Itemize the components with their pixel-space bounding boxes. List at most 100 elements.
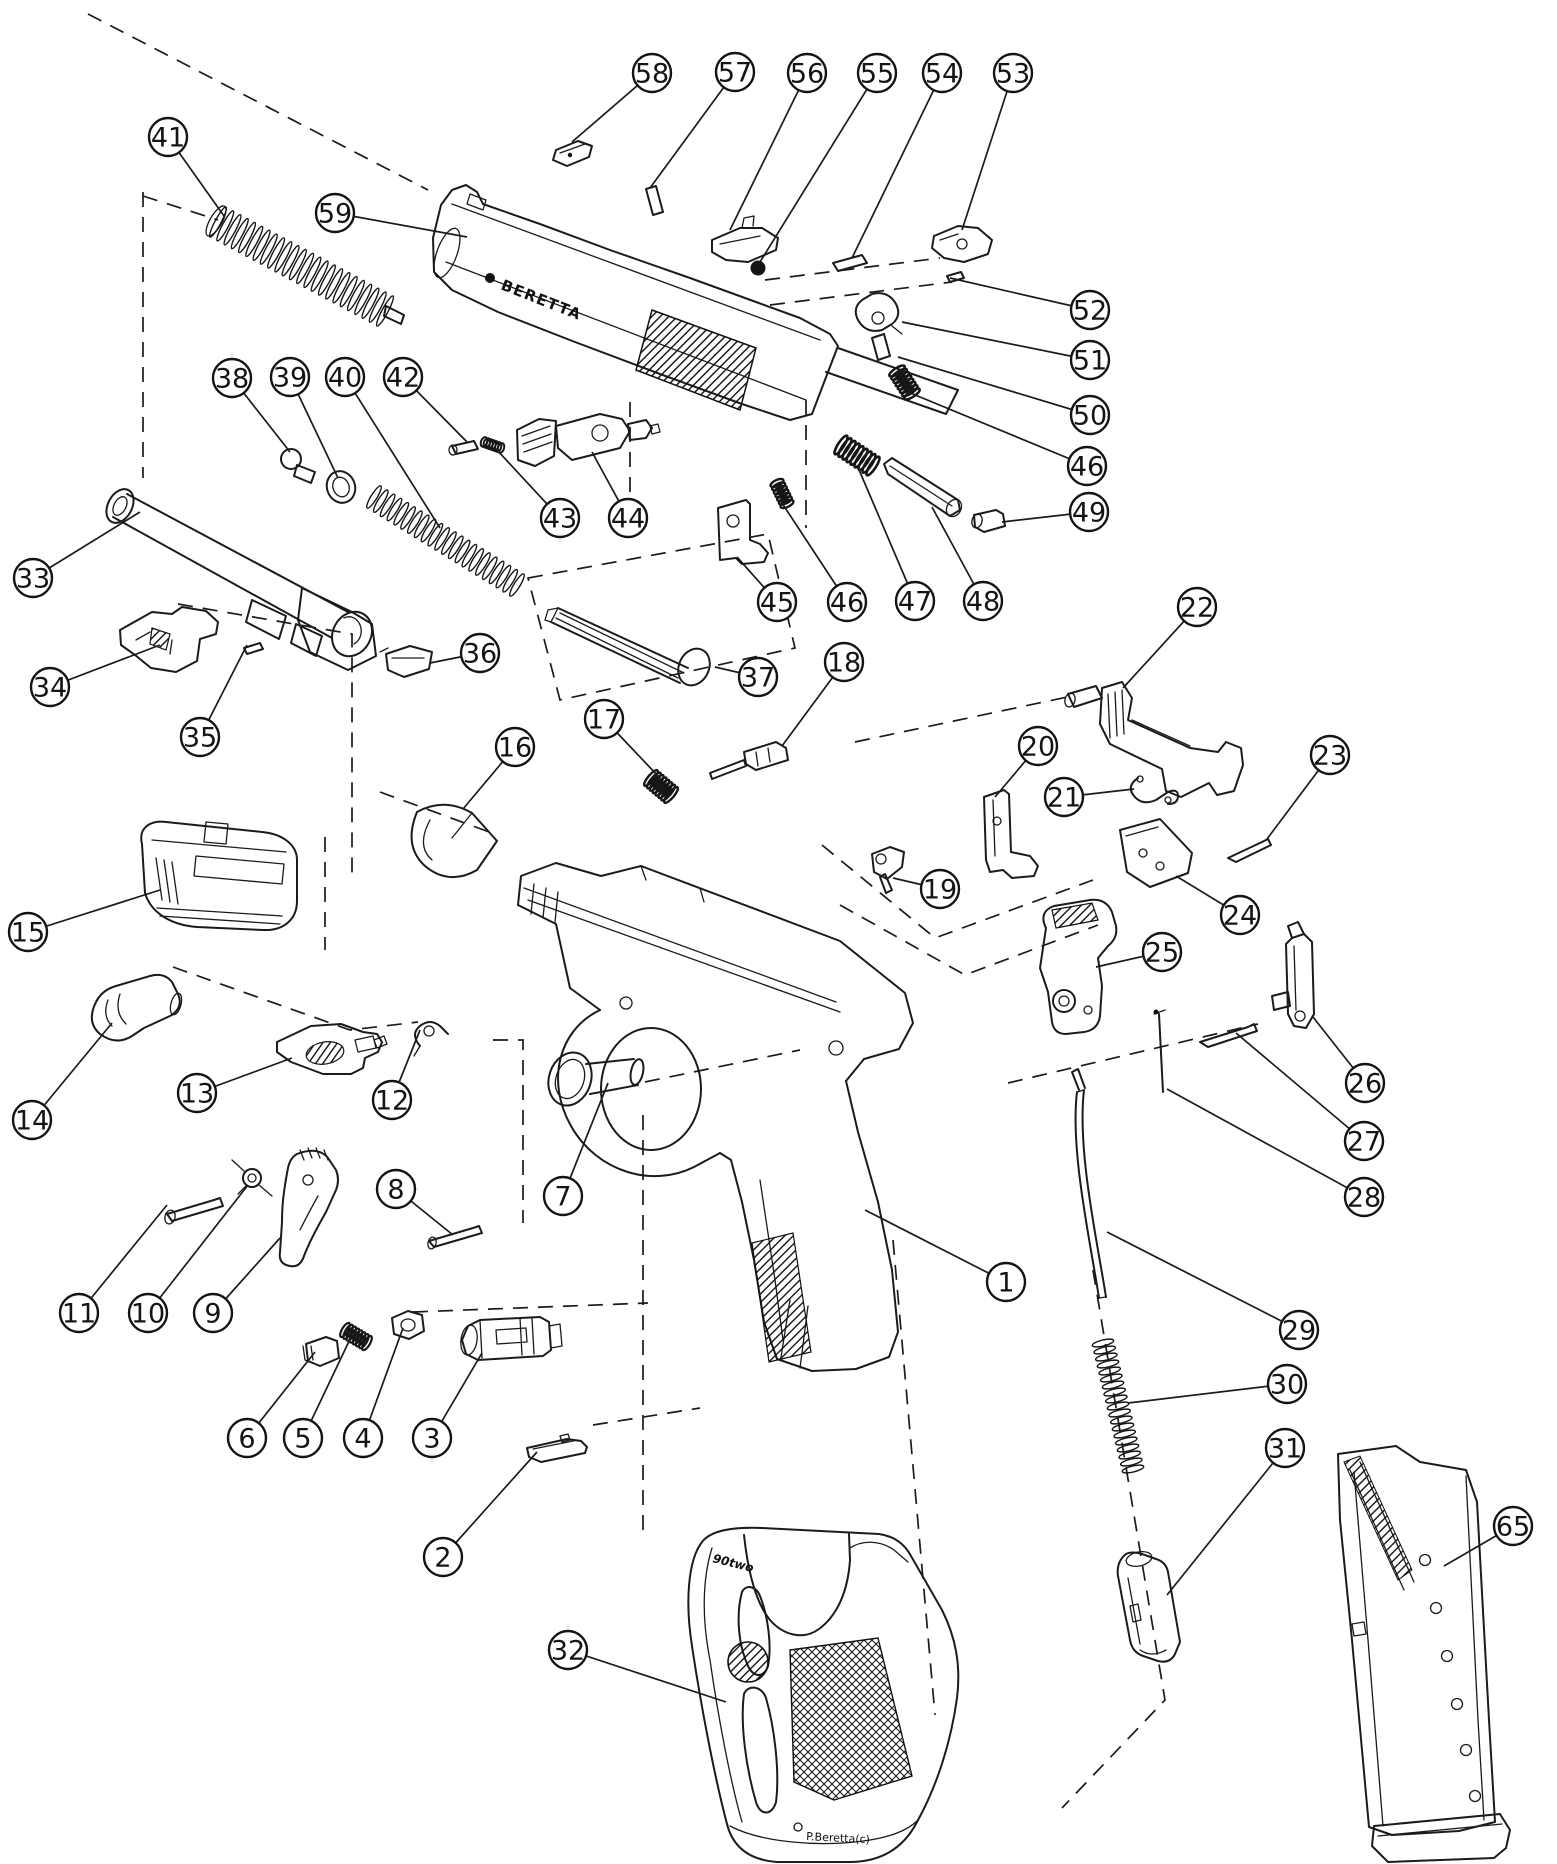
part-lever-26 (1271, 921, 1315, 1029)
part-pin-57 (645, 185, 664, 216)
callout-13: 13 (176, 1057, 293, 1114)
callout-number-54: 54 (925, 59, 959, 90)
callout-circle-21 (1043, 776, 1085, 818)
callout-circle-4 (342, 1417, 384, 1459)
callout-51: 51 (901, 321, 1111, 381)
callout-number-29: 29 (1282, 1316, 1316, 1347)
callout-circle-52 (1069, 289, 1111, 331)
callout-number-35: 35 (183, 723, 217, 754)
callout-23: 23 (1266, 734, 1351, 840)
callout-number-34: 34 (33, 673, 67, 704)
callout-circle-42 (382, 356, 424, 398)
callout-43: 43 (496, 449, 581, 539)
callout-circle-41 (147, 116, 189, 158)
callout-circle-48 (962, 580, 1004, 622)
callout-number-6: 6 (238, 1424, 255, 1455)
callout-number-22: 22 (1180, 593, 1214, 624)
callout-number-44: 44 (611, 504, 645, 535)
callout-9: 9 (192, 1237, 281, 1334)
callout-number-8: 8 (387, 1175, 404, 1206)
callout-number-65: 65 (1496, 1512, 1530, 1543)
callout-number-43: 43 (543, 504, 577, 535)
part-pin-52 (946, 271, 965, 283)
callout-circle-22 (1176, 586, 1218, 628)
callout-number-1: 1 (997, 1268, 1014, 1299)
callout-42: 42 (382, 356, 469, 444)
callout-number-5: 5 (294, 1424, 311, 1455)
callout-57: 57 (649, 51, 756, 189)
callout-circle-50 (1069, 394, 1111, 436)
callout-circle-20 (1017, 725, 1059, 767)
part-lock-cylinder-3 (460, 1316, 563, 1361)
callout-number-12: 12 (375, 1086, 409, 1117)
callout-24: 24 (1175, 875, 1261, 936)
callout-number-17: 17 (587, 705, 621, 736)
callout-36: 36 (429, 632, 501, 674)
callout-41: 41 (147, 116, 225, 217)
callout-22: 22 (1122, 586, 1218, 689)
callout-number-45: 45 (760, 588, 794, 619)
part-slide-cover-15 (140, 820, 298, 932)
callout-circle-17 (583, 698, 625, 740)
callout-circle-44 (607, 497, 649, 539)
callout-53: 53 (961, 52, 1034, 231)
grip-logo-text: 90two (711, 1551, 755, 1575)
callout-29: 29 (1106, 1231, 1320, 1351)
callout-circle-26 (1344, 1062, 1386, 1104)
callout-33: 33 (12, 511, 141, 599)
callout-26: 26 (1312, 1016, 1386, 1104)
callout-circle-53 (992, 52, 1034, 94)
callout-circle-6 (226, 1417, 268, 1459)
callout-circle-54 (921, 52, 963, 94)
callout-number-56: 56 (790, 59, 824, 90)
part-lever-20 (983, 789, 1039, 879)
callout-circle-46 (1066, 445, 1108, 487)
callout-21: 21 (1043, 776, 1135, 818)
callout-circle-3 (411, 1417, 453, 1459)
callout-number-10: 10 (131, 1299, 165, 1330)
callout-number-51: 51 (1073, 346, 1107, 377)
callout-3: 3 (411, 1352, 483, 1459)
callout-10: 10 (127, 1184, 249, 1334)
callout-59: 59 (314, 192, 468, 238)
callout-circle-29 (1278, 1309, 1320, 1351)
part-nut-4 (391, 1310, 425, 1340)
part-safety-catch-53 (931, 225, 993, 263)
callout-circle-46 (826, 581, 868, 623)
callout-circle-47 (894, 580, 936, 622)
callout-number-46: 46 (830, 588, 864, 619)
part-hammer-25 (1039, 898, 1118, 1035)
callout-number-26: 26 (1348, 1069, 1382, 1100)
callout-37: 37 (714, 656, 779, 698)
callout-circle-31 (1264, 1427, 1306, 1469)
callout-circle-8 (375, 1168, 417, 1210)
callout-11: 11 (58, 1204, 168, 1334)
callout-circle-49 (1068, 491, 1110, 533)
part-extractor-channel-16 (410, 803, 498, 878)
beretta-roundel-icon (727, 1641, 769, 1683)
part-pin-23 (1227, 838, 1272, 863)
callout-number-27: 27 (1347, 1127, 1381, 1158)
callout-circle-23 (1309, 734, 1351, 776)
part-safety-assembly-14 (90, 973, 183, 1042)
callout-circle-33 (12, 557, 54, 599)
callout-number-11: 11 (62, 1299, 96, 1330)
part-wire-spring-21 (1129, 775, 1179, 805)
callout-number-32: 32 (551, 1636, 585, 1667)
part-front-sight (552, 140, 593, 167)
callout-number-14: 14 (15, 1106, 49, 1137)
construction-lines (87, 13, 1259, 1809)
part-lever-19 (871, 846, 905, 894)
callout-39: 39 (269, 356, 339, 479)
part-pin-8 (427, 1225, 483, 1250)
part-rod-48 (883, 457, 963, 518)
callout-circle-59 (314, 192, 356, 234)
callout-number-41: 41 (151, 123, 185, 154)
callout-circle-2 (422, 1536, 464, 1578)
part-detent-lever-56 (711, 215, 779, 263)
callout-52: 52 (949, 277, 1111, 331)
callout-18: 18 (781, 641, 865, 747)
part-spring-ball-55 (750, 260, 766, 276)
callout-49: 49 (1001, 491, 1110, 533)
